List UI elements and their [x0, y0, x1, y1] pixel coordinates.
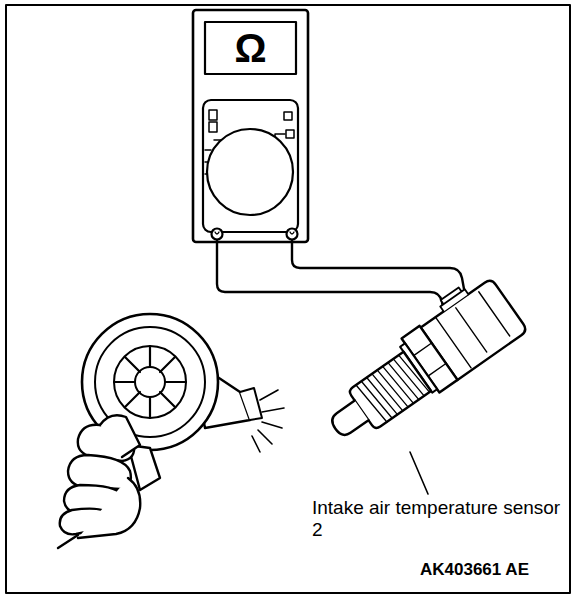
test-leads [217, 240, 470, 330]
figure-code: AK403661 AE [420, 560, 565, 580]
part-label: Intake air temperature sensor 2 [312, 497, 562, 541]
thread-stroke [393, 357, 424, 399]
thread-stroke [388, 360, 419, 402]
multimeter [193, 10, 308, 242]
frame [6, 5, 570, 593]
thread-stroke [372, 372, 403, 414]
thread-stroke [377, 368, 408, 410]
leader-line [410, 452, 428, 494]
hand [58, 415, 160, 548]
intake-air-temperature-sensor [310, 269, 528, 453]
thread-stroke [399, 353, 430, 395]
thread-stroke [361, 379, 392, 421]
thread-stroke [383, 364, 414, 406]
thread-stroke [367, 375, 398, 417]
ohm-symbol: Ω [205, 22, 296, 74]
